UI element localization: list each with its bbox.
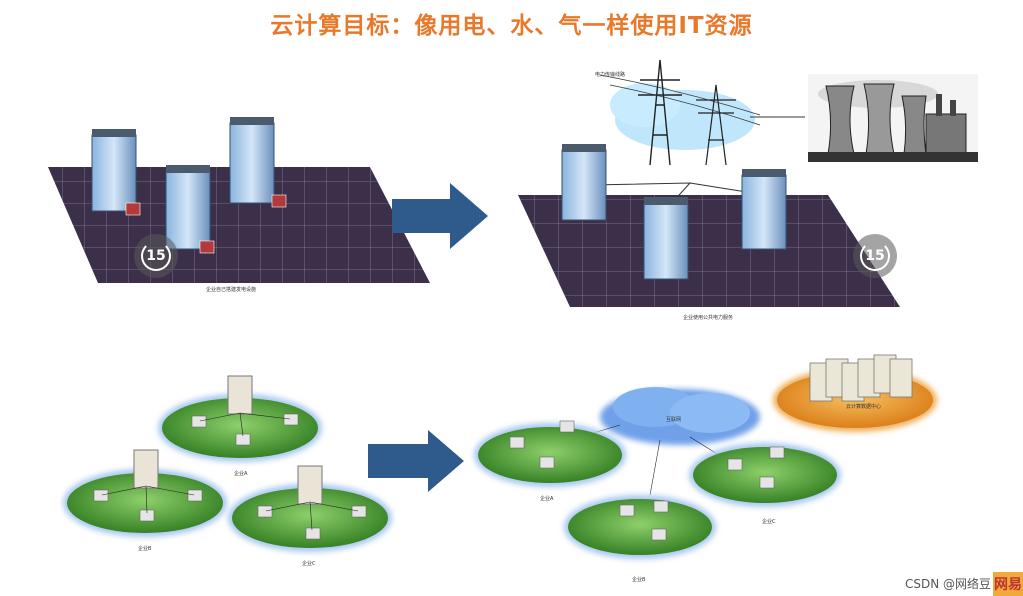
lan-disc [564, 495, 716, 559]
replay-icon[interactable]: 15 [134, 234, 178, 278]
generator-icon [125, 194, 287, 254]
office-building [229, 117, 275, 204]
transition-arrow-icon [392, 183, 488, 249]
power-pylon-icon [638, 59, 682, 166]
datacenter-disc [773, 354, 937, 432]
csdn-watermark: CSDN @网络豆 [904, 577, 991, 591]
power-line-label: 电力传输线路 [595, 72, 626, 78]
power-plant-icon [808, 74, 978, 162]
public-power-scene [518, 59, 900, 307]
lan-label: 企业B [138, 546, 152, 552]
page-title: 云计算目标：像用电、水、气一样使用IT资源 [270, 13, 753, 39]
office-building [741, 169, 787, 250]
lan-disc [158, 375, 322, 462]
netease-logo: 网易 [993, 572, 1023, 596]
replay-icon[interactable]: 15 [853, 234, 897, 278]
office-building [643, 197, 689, 280]
power-plant-label: 发电厂 [874, 153, 890, 159]
office-building [91, 129, 137, 212]
enterprise-lans-scene [63, 375, 392, 552]
lan-label: 企业A [540, 496, 554, 502]
transition-arrow-icon [368, 430, 464, 492]
internet-cloud-icon [600, 387, 760, 445]
lan-label: 企业C [302, 561, 316, 567]
datacenter-label: 云计算数据中心 [846, 404, 882, 410]
public-power-caption: 企业使用公共电力服务 [683, 315, 734, 321]
lan-label: 企业B [632, 577, 646, 583]
lan-disc [63, 449, 227, 537]
lan-disc [689, 443, 841, 507]
lan-label: 企业C [762, 519, 776, 525]
grid-floor [518, 195, 900, 307]
cloud-computing-scene [474, 354, 937, 559]
self-built-power-scene [48, 117, 430, 283]
lan-disc [228, 465, 392, 552]
office-building [561, 144, 607, 221]
self-built-power-caption: 企业自己搭建发电设施 [206, 287, 257, 293]
lan-disc [474, 420, 626, 487]
power-pylon-icon [696, 84, 736, 166]
lan-label: 企业A [234, 471, 248, 477]
office-building [165, 165, 211, 250]
internet-cloud-label: 互联网 [666, 417, 682, 423]
